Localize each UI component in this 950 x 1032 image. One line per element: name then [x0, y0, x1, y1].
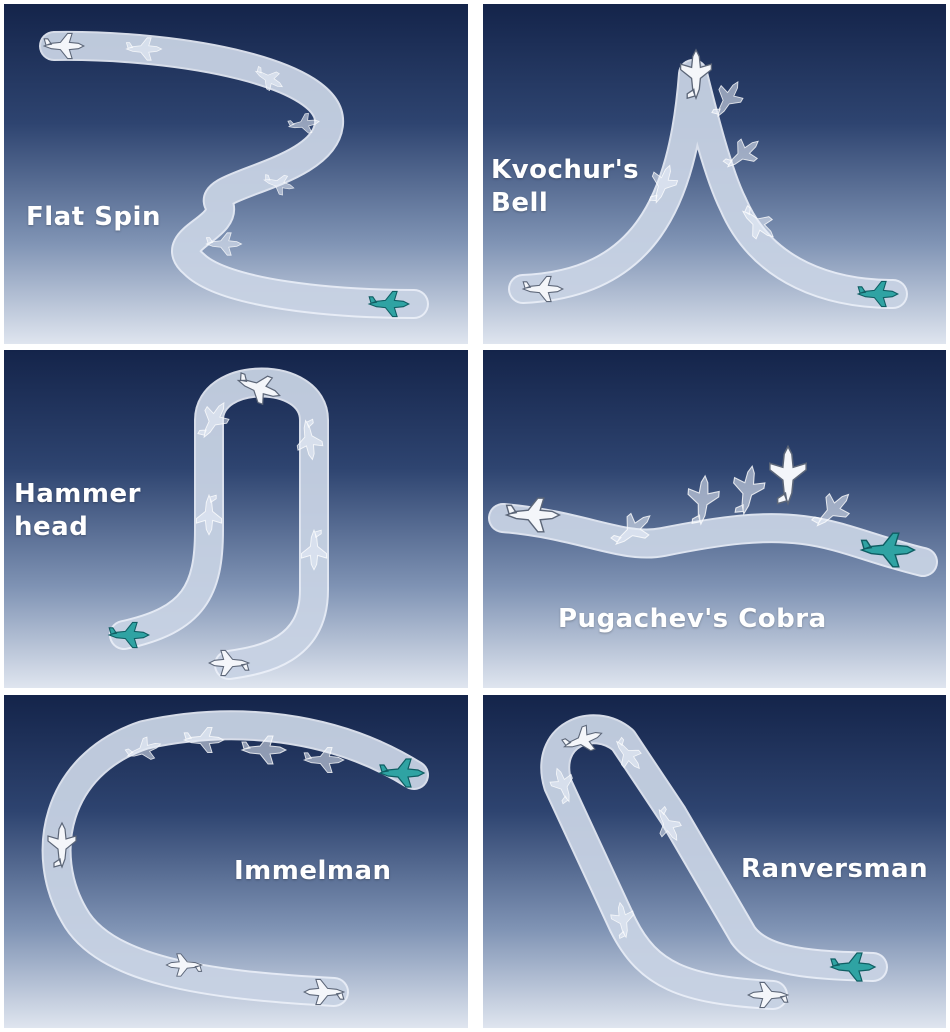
panel-pugachevs-cobra: Pugachev's Cobra: [483, 350, 946, 688]
maneuver-label-hammerhead-text: Hammer head: [14, 479, 141, 542]
panel-hammerhead: Hammer head: [4, 350, 468, 688]
maneuver-label-kvochurs-bell-text: Kvochur's Bell: [491, 155, 640, 218]
kvochurs-bell-diagram: [508, 49, 908, 309]
maneuver-label-hammerhead: Hammer head: [14, 478, 141, 543]
hammerhead-diagram: [108, 366, 329, 680]
cobra-jet-icon: [769, 445, 807, 505]
immelman-diagram: [41, 710, 429, 1007]
panel-immelman: Immelman: [4, 695, 468, 1028]
panel-flat-spin: Flat Spin: [4, 4, 468, 344]
maneuver-label-ranversman: Ranversman: [741, 854, 929, 884]
maneuver-label-kvochurs-bell: Kvochur's Bell: [491, 154, 639, 219]
maneuver-label-flat-spin: Flat Spin: [26, 202, 161, 232]
pugachevs-cobra-diagram: [488, 445, 938, 577]
panel-ranversman: Ranversman: [483, 695, 946, 1028]
ranversman-diagram: [540, 714, 888, 1010]
panel-kvochurs-bell: Kvochur's Bell: [483, 4, 946, 344]
maneuver-label-immelman: Immelman: [234, 856, 392, 886]
flat-spin-diagram: [39, 30, 429, 319]
ghost-jet-icon: [728, 462, 768, 518]
maneuver-label-pugachevs-cobra: Pugachev's Cobra: [558, 604, 827, 634]
